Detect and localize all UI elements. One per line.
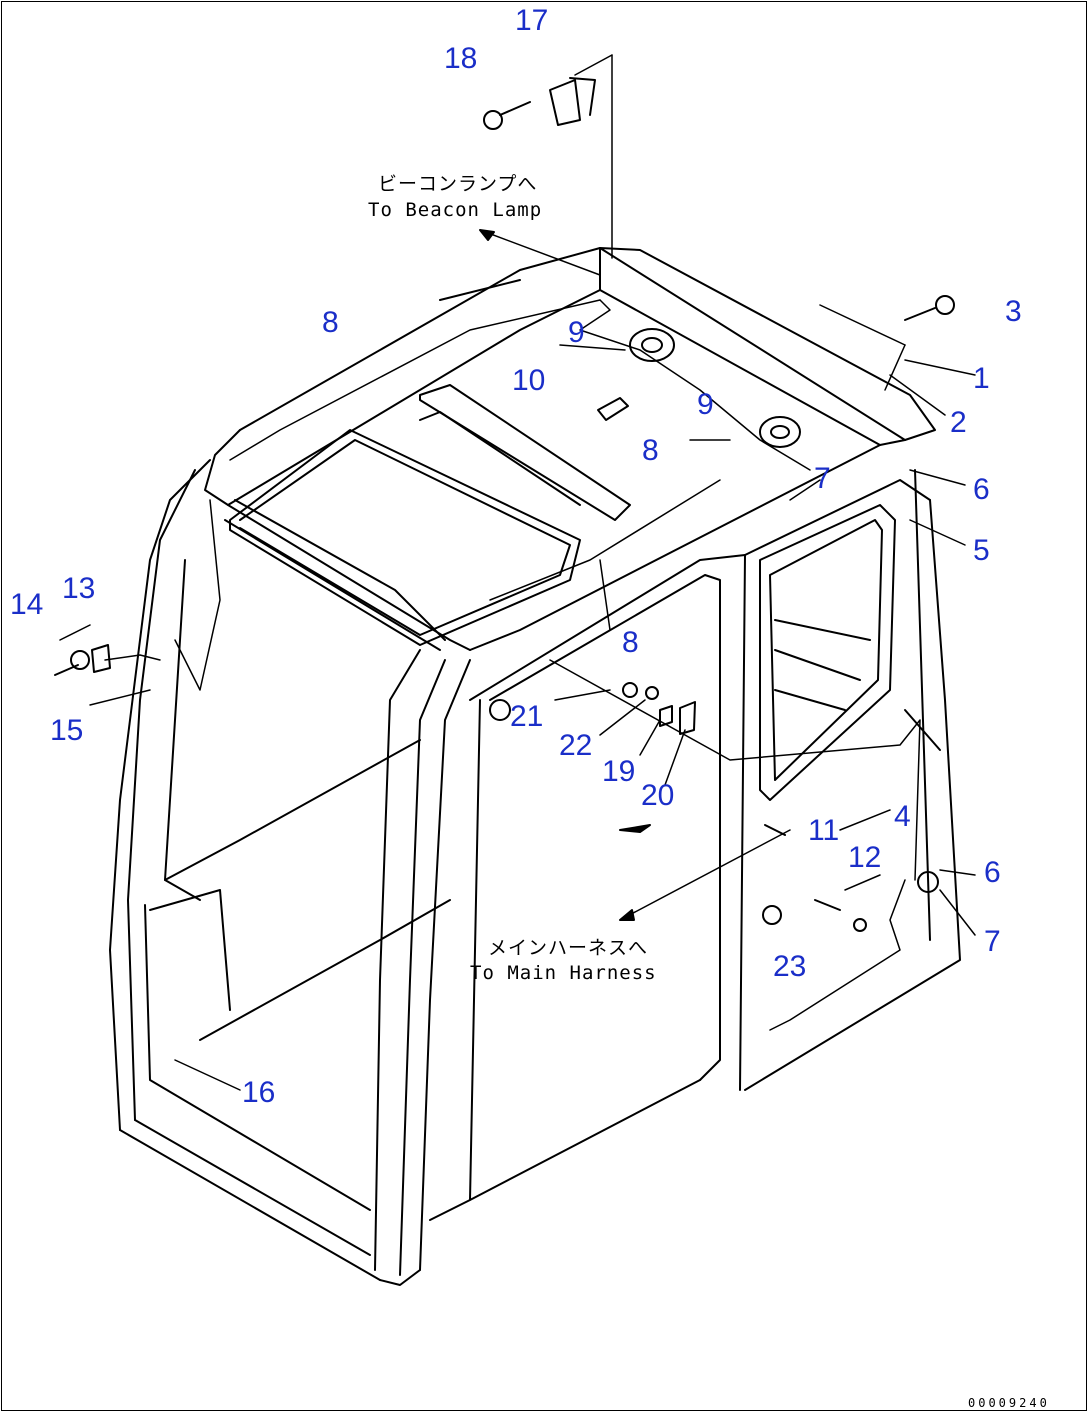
callout-16: 16	[242, 1076, 276, 1109]
callout-22: 22	[559, 729, 593, 762]
cab-roof	[204, 247, 936, 651]
note-beacon-english: To Beacon Lamp	[368, 199, 543, 221]
callout-9: 9	[568, 316, 585, 349]
callout-23: 23	[773, 950, 807, 983]
direction-arrows	[479, 229, 651, 921]
callout-3: 3	[1005, 295, 1022, 328]
callout-6: 6	[973, 473, 990, 506]
callout-11: 11	[808, 814, 840, 847]
cab-door-side	[429, 469, 961, 1221]
callout-8: 8	[642, 434, 659, 467]
callout-9: 9	[697, 388, 714, 421]
harness-wiring	[104, 299, 921, 1031]
drawing-number: 00009240	[968, 1396, 1050, 1410]
callout-14: 14	[10, 588, 44, 621]
callout-19: 19	[602, 755, 636, 788]
leader-lines	[59, 54, 976, 1091]
note-harness-english: To Main Harness	[470, 962, 657, 984]
callout-20: 20	[641, 779, 675, 812]
callout-7: 7	[984, 925, 1001, 958]
callout-5: 5	[973, 534, 990, 567]
callout-12: 12	[848, 841, 882, 874]
callout-15: 15	[50, 714, 84, 747]
callout-8: 8	[622, 626, 639, 659]
note-beacon-japanese: ビーコンランプへ	[378, 173, 538, 195]
callout-13: 13	[62, 572, 96, 605]
note-harness-japanese: メインハーネスへ	[488, 937, 649, 959]
callout-6: 6	[984, 856, 1001, 889]
callout-10: 10	[512, 364, 546, 397]
callout-2: 2	[950, 406, 967, 439]
hardware-parts	[54, 77, 955, 932]
callout-1: 1	[973, 362, 990, 395]
callout-18: 18	[444, 42, 478, 75]
cab-front-frame	[109, 459, 471, 1286]
callout-7: 7	[814, 462, 831, 495]
callout-8: 8	[322, 306, 339, 339]
callout-17: 17	[515, 4, 549, 37]
callout-4: 4	[894, 800, 911, 833]
callout-21: 21	[510, 700, 544, 733]
